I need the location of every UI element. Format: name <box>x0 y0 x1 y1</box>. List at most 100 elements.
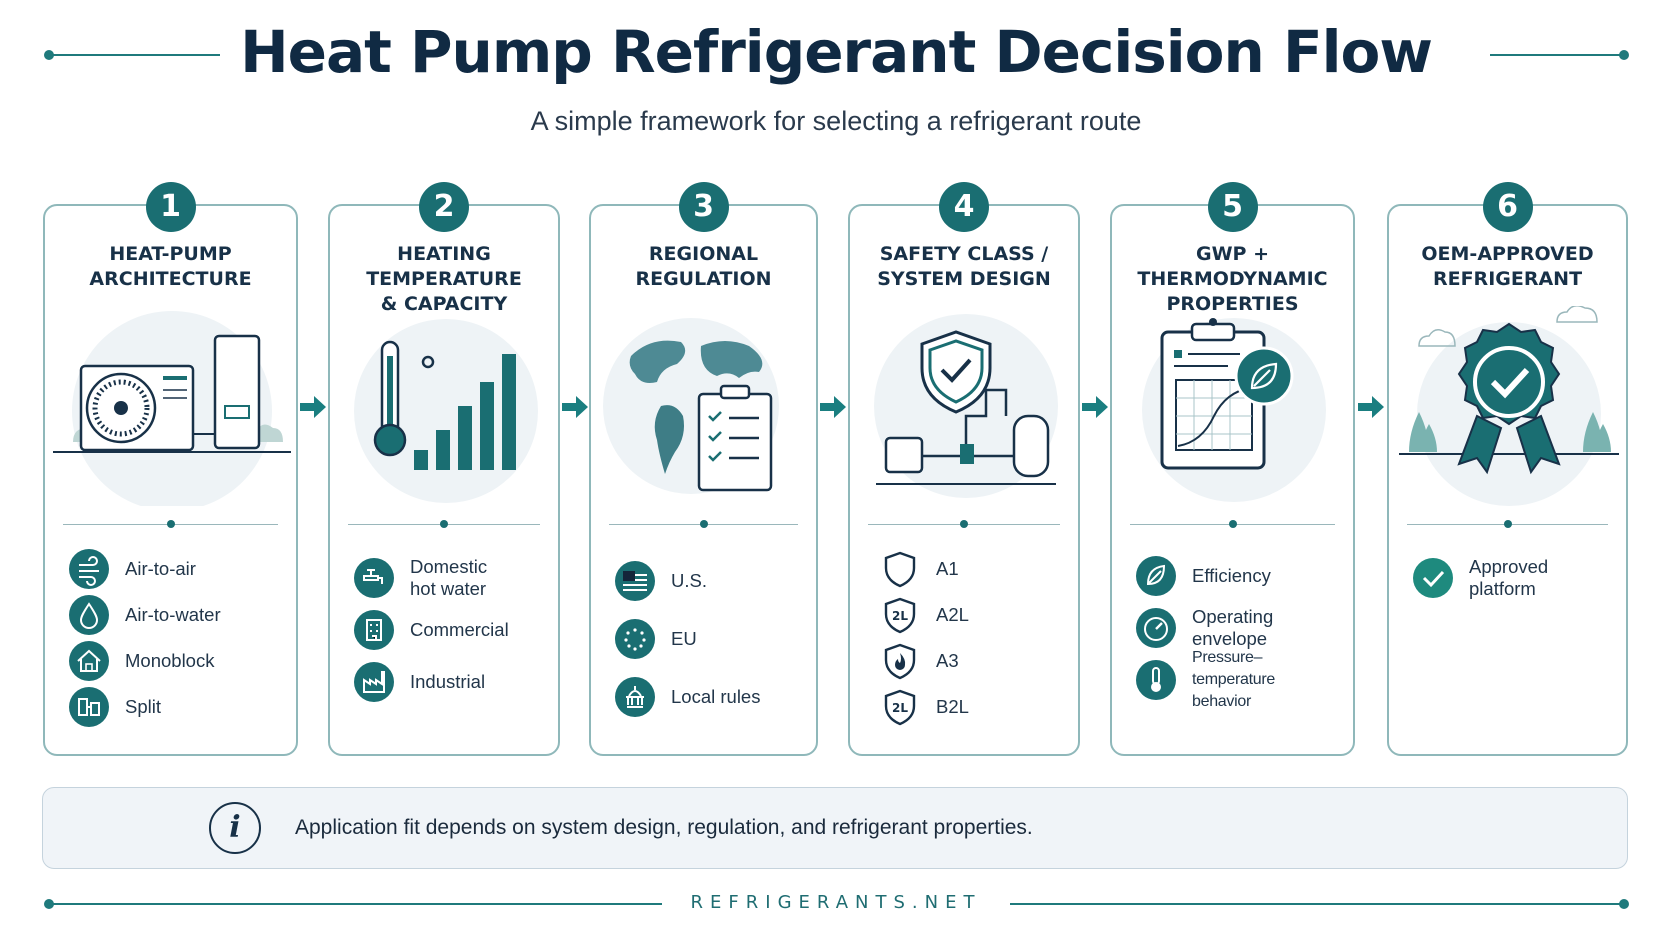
footer-brand: REFRIGERANTS.NET <box>690 892 982 913</box>
note-box: i Application fit depends on system desi… <box>42 787 1628 869</box>
step-number-badge: 1 <box>145 182 196 232</box>
step-number-badge: 5 <box>1207 182 1258 232</box>
item-label: Monoblock <box>125 650 215 671</box>
list-item: U.S. <box>615 552 806 610</box>
item-label: A1 <box>936 558 959 579</box>
shield-icon <box>880 549 920 589</box>
step-card-6: 6 OEM-APPROVED REFRIGERANT Approved plat… <box>1387 182 1628 756</box>
step-title: REGIONAL REGULATION <box>635 243 772 290</box>
water-drop-icon <box>69 595 109 635</box>
item-label: Industrial <box>410 671 486 692</box>
shield-flame-icon <box>880 641 920 681</box>
shield-2l-icon: 2L <box>880 687 920 727</box>
wind-icon <box>69 549 109 589</box>
list-item: Local rules <box>615 668 806 726</box>
item-label: Operating envelope <box>1192 606 1274 649</box>
check-circle-icon <box>1413 558 1453 598</box>
step-card-1: 1 HEAT-PUMP ARCHITECTURE Air-to-air <box>43 182 298 756</box>
info-icon: i <box>209 802 261 854</box>
eu-flag-icon <box>615 619 655 659</box>
clipboard-chart-illustration <box>1112 306 1353 506</box>
svg-text:2L: 2L <box>892 701 908 715</box>
arrow-right-icon <box>300 396 326 418</box>
arrow-right-icon <box>562 396 588 418</box>
item-label: Approved platform <box>1469 556 1549 599</box>
item-label: U.S. <box>671 570 707 591</box>
list-item: Domestic hot water <box>354 552 548 604</box>
item-label: B2L <box>936 696 969 717</box>
list-item: 2L A2L <box>880 592 1068 638</box>
house-icon <box>69 641 109 681</box>
item-label: Air-to-water <box>125 604 221 625</box>
building-icon <box>354 610 394 650</box>
split-pipes-icon <box>69 687 109 727</box>
svg-text:2L: 2L <box>892 609 908 623</box>
step-title: SAFETY CLASS / SYSTEM DESIGN <box>877 243 1051 290</box>
item-label: A2L <box>936 604 969 625</box>
list-item: EU <box>615 610 806 668</box>
divider-dot <box>1228 520 1237 528</box>
arrow-right-icon <box>1358 396 1384 418</box>
divider-dot <box>1503 520 1512 528</box>
item-label: A3 <box>936 650 959 671</box>
step-card-3: 3 REGIONAL REGULATION U.S. EU <box>589 182 818 756</box>
list-item: Approved platform <box>1413 550 1616 606</box>
step-title: GWP + THERMODYNAMIC PROPERTIES <box>1137 243 1328 315</box>
item-label: EU <box>671 628 697 649</box>
thermometer-icon <box>1136 660 1176 700</box>
divider-dot <box>960 520 968 528</box>
arrow-right-icon <box>1082 396 1108 418</box>
step-title: HEAT-PUMP ARCHITECTURE <box>89 243 252 290</box>
item-label: Air-to-air <box>125 558 196 579</box>
list-item: Split <box>69 684 286 730</box>
divider-dot <box>166 520 175 528</box>
item-label: Pressure–temperature behavior <box>1192 649 1275 710</box>
footer-line-right <box>1010 903 1624 905</box>
list-item: Air-to-air <box>69 546 286 592</box>
leaf-icon <box>1136 556 1176 596</box>
factory-icon <box>354 662 394 702</box>
approval-badge-illustration <box>1389 305 1626 506</box>
list-item: 2L B2L <box>880 684 1068 730</box>
footer-line-left <box>48 903 662 905</box>
step-number-badge: 6 <box>1482 182 1533 232</box>
item-label: Local rules <box>671 686 761 707</box>
item-label: Commercial <box>410 619 509 640</box>
list-item: A3 <box>880 638 1068 684</box>
title-line-right-dot <box>1619 50 1629 60</box>
step-title: OEM-APPROVED REFRIGERANT <box>1421 243 1594 290</box>
arrow-right-icon <box>820 396 846 418</box>
list-item: Pressure–temperature behavior <box>1136 649 1343 710</box>
divider-dot <box>440 520 448 528</box>
divider-dot <box>699 520 708 528</box>
gauge-icon <box>1136 608 1176 648</box>
shield-system-illustration <box>850 306 1078 506</box>
title-line-left <box>48 54 220 56</box>
shield-2l-icon: 2L <box>880 595 920 635</box>
heat-pump-illustration <box>45 306 296 511</box>
list-item: Industrial <box>354 656 548 708</box>
step-card-5: 5 GWP + THERMODYNAMIC PROPERTIES Efficie… <box>1110 182 1355 756</box>
step-number-badge: 2 <box>419 182 469 232</box>
step-number-badge: 4 <box>939 182 989 232</box>
list-item: Monoblock <box>69 638 286 684</box>
page-subtitle: A simple framework for selecting a refri… <box>530 106 1142 136</box>
item-label: Split <box>125 696 161 717</box>
footer-line-right-dot <box>1619 899 1629 909</box>
step-number-badge: 3 <box>678 182 729 232</box>
list-item: Operating envelope <box>1136 602 1343 654</box>
list-item: Commercial <box>354 604 548 656</box>
list-item: A1 <box>880 546 1068 592</box>
step-card-4: 4 SAFETY CLASS / SYSTEM DESIGN A1 2L A <box>848 182 1080 756</box>
item-label: Efficiency <box>1192 565 1271 586</box>
step-title: HEATING TEMPERATURE & CAPACITY <box>366 243 522 315</box>
list-item: Efficiency <box>1136 550 1343 602</box>
faucet-icon <box>354 558 394 598</box>
list-item: Air-to-water <box>69 592 286 638</box>
globe-checklist-illustration <box>591 306 816 506</box>
title-line-right <box>1490 54 1624 56</box>
step-card-2: 2 HEATING TEMPERATURE & CAPACITY Domesti… <box>328 182 560 756</box>
page-title: Heat Pump Refrigerant Decision Flow <box>240 18 1433 86</box>
item-label: Domestic hot water <box>410 556 488 599</box>
note-text: Application fit depends on system design… <box>295 816 1033 839</box>
